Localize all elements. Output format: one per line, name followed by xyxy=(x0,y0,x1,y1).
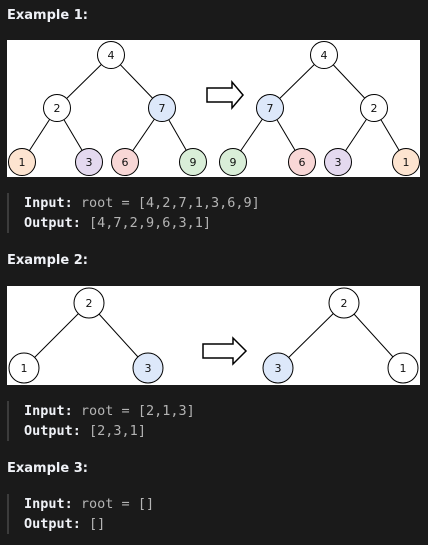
svg-text:3: 3 xyxy=(145,362,152,375)
svg-text:1: 1 xyxy=(21,362,28,375)
output-value: [2,3,1] xyxy=(89,423,146,439)
right-arrow-icon xyxy=(202,336,248,366)
tree-node: 6 xyxy=(288,148,316,176)
output-label: Output: xyxy=(24,516,81,532)
example-1-title: Example 1: xyxy=(7,8,88,23)
svg-text:1: 1 xyxy=(19,156,26,169)
svg-text:6: 6 xyxy=(299,156,306,169)
svg-text:3: 3 xyxy=(86,156,93,169)
input-value: root = [4,2,7,1,3,6,9] xyxy=(80,195,260,211)
svg-text:9: 9 xyxy=(230,156,237,169)
svg-text:1: 1 xyxy=(400,362,407,375)
after-tree: 4 7 2 9 6 3 1 xyxy=(219,41,420,176)
before-tree: 4 2 7 1 3 6 9 xyxy=(8,41,207,176)
tree-node: 4 xyxy=(97,41,125,69)
svg-text:2: 2 xyxy=(86,297,93,310)
tree-node: 3 xyxy=(75,148,103,176)
example-2-title: Example 2: xyxy=(7,253,88,268)
input-label: Input: xyxy=(24,496,73,512)
tree-node: 1 xyxy=(8,352,40,384)
tree-node: 1 xyxy=(8,148,36,176)
svg-text:2: 2 xyxy=(341,297,348,310)
example-2-tree-diagram: 2 1 3 2 3 1 xyxy=(7,286,420,385)
tree-node: 2 xyxy=(360,94,388,122)
tree-node: 3 xyxy=(324,148,352,176)
tree-node: 6 xyxy=(111,148,139,176)
svg-text:2: 2 xyxy=(371,102,378,115)
tree-node: 7 xyxy=(148,94,176,122)
example-3-title: Example 3: xyxy=(7,461,88,476)
svg-text:3: 3 xyxy=(335,156,342,169)
svg-text:3: 3 xyxy=(275,362,282,375)
tree-node: 2 xyxy=(73,287,105,319)
tree-node: 4 xyxy=(310,41,338,69)
svg-text:9: 9 xyxy=(190,156,197,169)
input-value: root = [2,1,3] xyxy=(80,403,195,419)
svg-text:7: 7 xyxy=(159,102,166,115)
tree-node: 1 xyxy=(387,352,419,384)
tree-node: 3 xyxy=(262,352,294,384)
svg-text:4: 4 xyxy=(108,49,115,62)
before-tree: 2 1 3 xyxy=(8,287,164,384)
tree-node: 3 xyxy=(132,352,164,384)
example-1-tree-diagram: 4 2 7 1 3 6 9 4 xyxy=(7,40,420,177)
output-label: Output: xyxy=(24,215,81,231)
svg-text:7: 7 xyxy=(267,102,274,115)
tree-node: 2 xyxy=(328,287,360,319)
svg-text:4: 4 xyxy=(321,49,328,62)
svg-text:1: 1 xyxy=(403,156,410,169)
example-2-code-block: Input: root = [2,1,3] Output: [2,3,1] xyxy=(7,401,421,441)
output-value: [] xyxy=(89,516,106,532)
after-tree: 2 3 1 xyxy=(262,287,419,384)
tree-node: 2 xyxy=(43,94,71,122)
input-label: Input: xyxy=(24,195,73,211)
tree-node: 9 xyxy=(219,148,247,176)
tree-node: 1 xyxy=(392,148,420,176)
right-arrow-icon xyxy=(206,79,244,111)
svg-text:2: 2 xyxy=(54,102,61,115)
tree-node: 7 xyxy=(256,94,284,122)
example-1-code-block: Input: root = [4,2,7,1,3,6,9] Output: [4… xyxy=(7,193,421,233)
example-3-code-block: Input: root = [] Output: [] xyxy=(7,494,421,534)
input-value: root = [] xyxy=(80,496,155,512)
output-value: [4,7,2,9,6,3,1] xyxy=(89,215,211,231)
svg-text:6: 6 xyxy=(122,156,129,169)
input-label: Input: xyxy=(24,403,73,419)
output-label: Output: xyxy=(24,423,81,439)
tree-node: 9 xyxy=(179,148,207,176)
